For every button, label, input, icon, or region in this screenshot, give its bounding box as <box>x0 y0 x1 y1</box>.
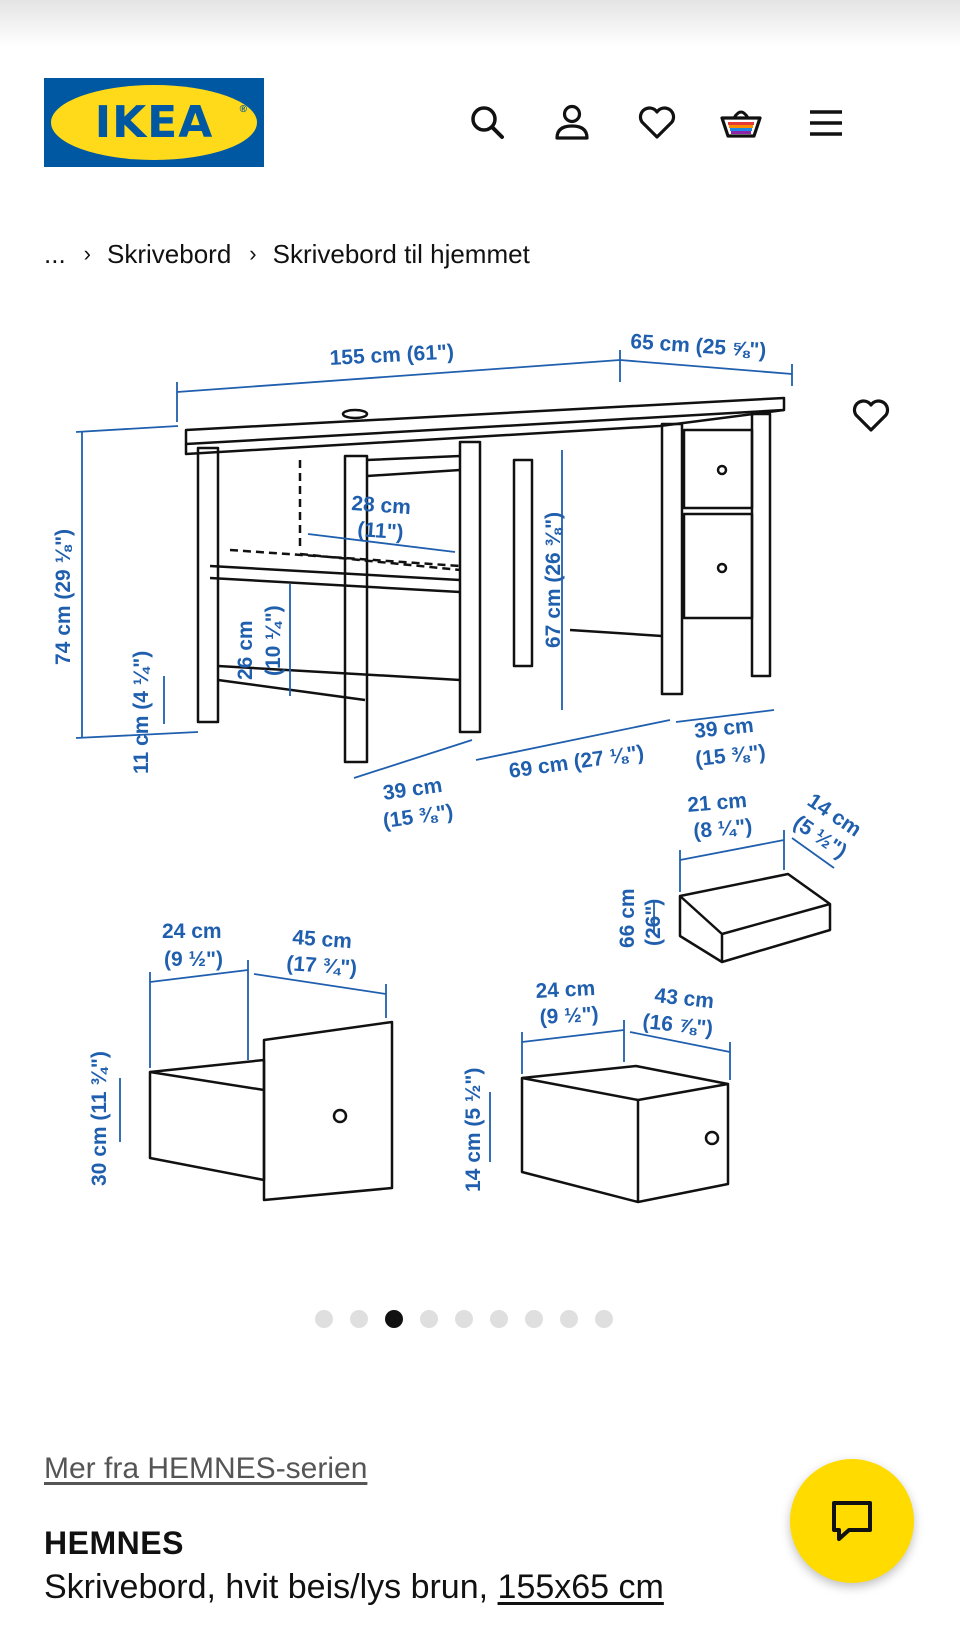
dim-small-drawer-w-cm: 21 cm <box>686 789 747 817</box>
chat-icon <box>832 1501 872 1541</box>
menu-icon[interactable] <box>803 100 849 146</box>
dim-big-drawer-w-cm: 24 cm <box>162 920 222 943</box>
pagination-dot[interactable] <box>560 1310 578 1328</box>
pagination-dot[interactable] <box>315 1310 333 1328</box>
dim-depth: 65 cm (25 ⅝") <box>630 330 767 362</box>
chevron-right-icon: › <box>83 241 91 266</box>
dim-knee-space: 69 cm (27 ⅛") <box>507 741 645 783</box>
top-shadow <box>0 0 960 46</box>
dim-big-drawer-w-in: (9 ½") <box>164 948 223 971</box>
breadcrumb-item-skrivebord-til-hjemmet[interactable]: Skrivebord til hjemmet <box>272 238 530 269</box>
dim-left-section-cm: 39 cm <box>381 774 443 805</box>
breadcrumb-ellipsis[interactable]: ... <box>44 238 66 269</box>
dim-mid-drawer-h: 14 cm (5 ½") <box>462 1068 485 1192</box>
dim-left-section-in: (15 ⅜") <box>381 800 454 833</box>
pagination-dot[interactable] <box>350 1310 368 1328</box>
gallery-pagination <box>0 1310 960 1330</box>
logo-oval <box>51 85 257 160</box>
dim-leg-clearance: 67 cm (26 ⅜") <box>542 512 565 648</box>
logo-registered: ® <box>239 104 247 115</box>
pagination-dot[interactable] <box>490 1310 508 1328</box>
dim-shelf-depth-cm: 28 cm <box>351 492 412 519</box>
dim-big-drawer-d-in: (17 ¾") <box>286 952 358 980</box>
dim-small-drawer-h-cm: 66 cm <box>616 888 639 948</box>
dim-right-section-cm: 39 cm <box>693 714 755 743</box>
user-icon[interactable] <box>549 100 595 146</box>
pagination-dot[interactable] <box>525 1310 543 1328</box>
dim-shelf-depth-in: (11") <box>357 518 405 544</box>
ikea-logo[interactable]: IKEA ® <box>44 78 264 167</box>
series-link[interactable]: Mer fra HEMNES-serien <box>44 1452 368 1485</box>
dim-width: 155 cm (61") <box>329 341 454 370</box>
dim-right-section-in: (15 ⅜") <box>694 741 767 771</box>
dim-mid-drawer-d-cm: 43 cm <box>653 984 715 1013</box>
breadcrumb-item-skrivebord[interactable]: Skrivebord <box>107 238 232 269</box>
product-name: HEMNES <box>44 1525 184 1561</box>
dim-mid-drawer-w-cm: 24 cm <box>535 977 596 1003</box>
search-icon[interactable] <box>465 100 511 146</box>
dim-small-drawer-w-in: (8 ¼") <box>692 815 753 843</box>
heart-icon[interactable] <box>634 100 680 146</box>
dim-mid-drawer-w-in: (9 ½") <box>539 1003 599 1029</box>
dim-big-drawer-d-cm: 45 cm <box>292 926 353 953</box>
site-header: IKEA ® <box>44 78 916 168</box>
dim-small-drawer-h-in: (26") <box>642 899 665 946</box>
product-description: Skrivebord, hvit beis/lys brun, 155x65 c… <box>44 1568 664 1607</box>
favourite-heart-icon[interactable] <box>848 393 894 439</box>
dim-shelf-gap-cm: 26 cm <box>234 620 257 680</box>
pagination-dot[interactable] <box>595 1310 613 1328</box>
dim-height: 74 cm (29 ⅛") <box>52 529 75 665</box>
logo-text: IKEA <box>94 97 214 148</box>
desk-dimension-drawing: 155 cm (61") 65 cm (25 ⅝") 74 cm (29 ⅛")… <box>52 330 865 1204</box>
pagination-dot[interactable] <box>420 1310 438 1328</box>
breadcrumb: ... › Skrivebord › Skrivebord til hjemme… <box>44 236 530 272</box>
product-description-text: Skrivebord, hvit beis/lys brun, <box>44 1568 498 1606</box>
chevron-right-icon: › <box>249 241 257 266</box>
product-image-gallery[interactable]: 155 cm (61") 65 cm (25 ⅝") 74 cm (29 ⅛")… <box>40 330 920 1280</box>
chat-button[interactable] <box>790 1459 914 1583</box>
cart-icon[interactable] <box>718 100 764 146</box>
pagination-dot-active[interactable] <box>385 1310 403 1328</box>
pagination-dot[interactable] <box>455 1310 473 1328</box>
dim-shelf-gap-in: (10 ¼") <box>262 605 285 676</box>
dim-big-drawer-h: 30 cm (11 ¾") <box>88 1051 111 1186</box>
product-size-link[interactable]: 155x65 cm <box>497 1568 664 1606</box>
dim-floor-gap: 11 cm (4 ¼") <box>130 651 153 774</box>
